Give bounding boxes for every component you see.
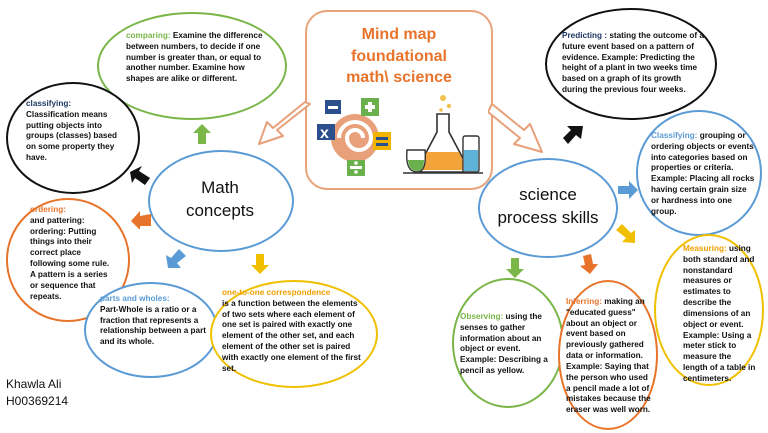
math-concepts-line-1: Math xyxy=(201,178,239,197)
ordering-text: ordering: and pattering: ordering: Putti… xyxy=(30,205,112,302)
predicting-bubble xyxy=(545,8,717,120)
center-title-line-2: foundational xyxy=(351,47,447,65)
math-symbols-illustration: x xyxy=(317,98,391,176)
one-to-one-text: one-to-one correspondence is a function … xyxy=(222,288,364,375)
arrow-downleft-blue-icon xyxy=(166,249,186,268)
measuring-heading: Measuring: xyxy=(683,244,727,253)
author-block: Khawla Ali H00369214 xyxy=(6,376,68,411)
one-to-one-bubble xyxy=(210,280,378,388)
classifying-math-text: classifying: Classification means puttin… xyxy=(26,99,126,164)
svg-text:x: x xyxy=(320,125,329,142)
parts-wholes-heading: parts and wholes: xyxy=(100,294,170,303)
observing-heading: Observing: xyxy=(460,312,504,321)
science-skills-node xyxy=(478,158,618,258)
science-skills-line-1: science xyxy=(519,185,577,204)
inferring-heading: Inferring: xyxy=(566,297,602,306)
parts-wholes-body: Part-Whole is a ratio or a fraction that… xyxy=(100,304,207,347)
observing-text: Observing: using the senses to gather in… xyxy=(460,312,554,377)
observing-body: using the senses to gather information a… xyxy=(460,312,548,376)
measuring-body: using both standard and nonstandard meas… xyxy=(683,244,756,383)
arrow-right-blue-icon xyxy=(618,181,638,199)
comparing-text: comparing: Examine the difference betwee… xyxy=(126,31,266,85)
comparing-bubble xyxy=(97,12,287,120)
center-title-line-1: Mind map xyxy=(361,26,437,43)
math-concepts-label: Math concepts xyxy=(170,177,270,223)
predicting-heading: Predicting : xyxy=(562,31,608,40)
arrow-down-yellow-icon xyxy=(251,254,269,274)
classifying-science-heading: Classifying: xyxy=(651,131,698,140)
arrow-down-orange-icon xyxy=(580,254,598,274)
predicting-text: Predicting : stating the outcome of a fu… xyxy=(562,31,708,96)
classifying-science-body: grouping or ordering objects or events i… xyxy=(651,131,755,216)
arrow-left-orange-icon xyxy=(131,211,151,229)
arrow-to-science-icon xyxy=(488,103,543,153)
inferring-body: making an "educated guess" about an obje… xyxy=(566,297,651,415)
inferring-text: Inferring: making an "educated guess" ab… xyxy=(566,297,654,416)
science-skills-label: science process skills xyxy=(490,184,606,230)
author-name: Khawla Ali xyxy=(6,377,62,391)
arrow-upleft-black-icon xyxy=(130,166,150,185)
one-to-one-body: is a function between the elements of tw… xyxy=(222,298,361,373)
math-concepts-node xyxy=(148,150,294,252)
center-title-box: Mind map foundational math\ science x xyxy=(305,10,493,190)
classifying-math-heading: classifying: xyxy=(26,99,72,108)
comparing-body: Examine the difference between numbers, … xyxy=(126,31,263,84)
comparing-heading: comparing: xyxy=(126,31,171,40)
arrow-downright-yellow-icon xyxy=(616,224,635,243)
measuring-text: Measuring: using both standard and nonst… xyxy=(683,244,757,385)
arrow-down-green-icon xyxy=(506,258,524,278)
parts-wholes-text: parts and wholes: Part-Whole is a ratio … xyxy=(100,294,212,348)
classifying-science-text: Classifying: grouping or ordering object… xyxy=(651,131,755,218)
center-title: Mind map foundational math\ science xyxy=(307,24,491,89)
one-to-one-heading: one-to-one correspondence xyxy=(222,288,331,297)
classifying-math-body: Classification means putting objects int… xyxy=(26,109,118,163)
classifying-science-bubble xyxy=(636,110,762,236)
author-id: H00369214 xyxy=(6,394,69,409)
classifying-math-bubble xyxy=(6,82,140,194)
arrow-to-math-icon xyxy=(258,101,311,145)
arrow-up-green-icon xyxy=(193,124,211,144)
measuring-bubble xyxy=(654,234,764,386)
math-concepts-line-2: concepts xyxy=(185,200,255,220)
lab-flasks-illustration xyxy=(403,95,483,174)
science-skills-line-2: process skills xyxy=(497,207,599,227)
inferring-bubble xyxy=(558,280,658,430)
ordering-heading: ordering: xyxy=(30,205,66,214)
center-title-line-3: math\ science xyxy=(346,69,452,87)
ordering-body: and pattering: ordering: Putting things … xyxy=(30,215,110,301)
arrow-upright-black-icon xyxy=(563,126,583,144)
predicting-body: stating the outcome of a future event ba… xyxy=(562,31,704,95)
parts-wholes-bubble xyxy=(84,282,218,378)
